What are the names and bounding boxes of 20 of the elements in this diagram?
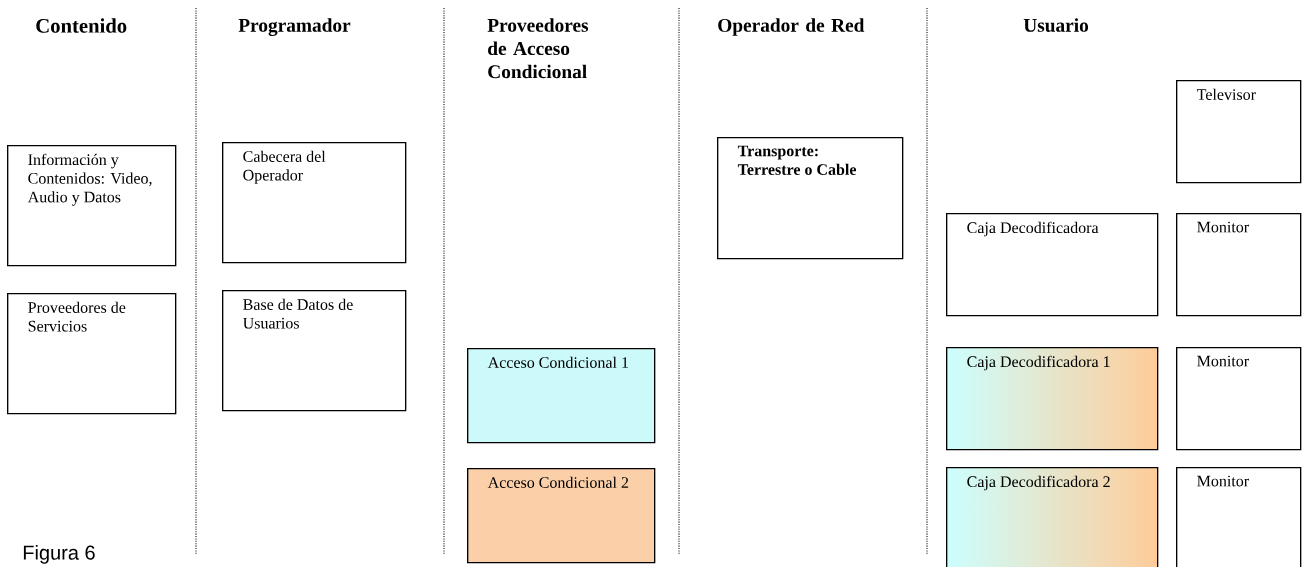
labeled-box: Monitor bbox=[1176, 347, 1302, 451]
labeled-box: Información y Contenidos: Video, Audio y Datos bbox=[7, 145, 177, 267]
labeled-box: Transporte: Terrestre o Cable bbox=[717, 137, 904, 260]
figure-caption: Figura 6 bbox=[23, 545, 95, 564]
labeled-box: Caja Decodificadora 1 bbox=[946, 347, 1159, 451]
column-heading: Programador bbox=[238, 18, 351, 36]
labeled-box: Acceso Condicional 1 bbox=[467, 348, 656, 444]
column-heading: Usuario bbox=[1023, 18, 1089, 32]
labeled-box: Caja Decodificadora 2 bbox=[946, 467, 1159, 567]
labeled-box: Acceso Condicional 2 bbox=[467, 468, 656, 564]
column-heading: Contenido bbox=[36, 18, 127, 33]
labeled-box: Cabecera del Operador bbox=[222, 142, 407, 264]
labeled-box: Base de Datos de Usuarios bbox=[222, 290, 407, 412]
labeled-box: Monitor bbox=[1176, 467, 1302, 567]
labeled-box: Monitor bbox=[1176, 213, 1302, 317]
labeled-box: Caja Decodificadora bbox=[946, 213, 1159, 317]
labeled-box: Televisor bbox=[1176, 80, 1302, 184]
column-heading: Operador de Red bbox=[718, 18, 865, 36]
labeled-box: Proveedores de Servicios bbox=[7, 293, 177, 415]
column-heading: Proveedores de Acceso Condicional bbox=[487, 18, 589, 79]
